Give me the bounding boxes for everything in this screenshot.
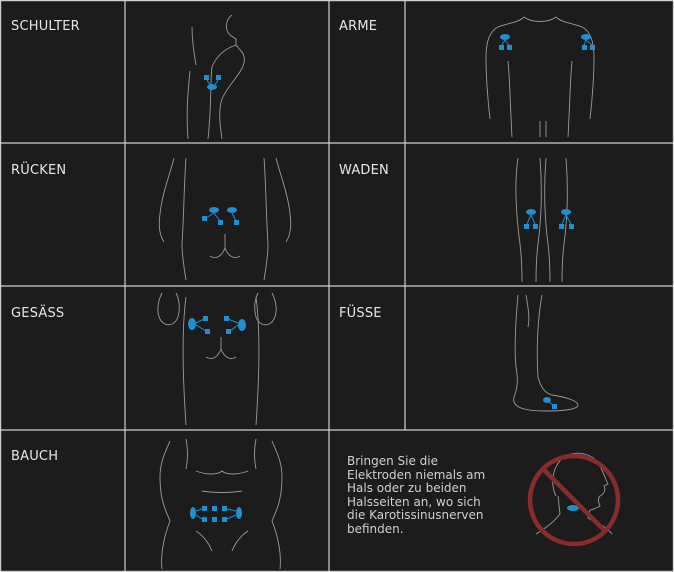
back-placement-icon <box>126 144 328 285</box>
label-arme: ARME <box>339 19 377 34</box>
glutes-placement-icon <box>126 287 328 428</box>
label-ruecken: RÜCKEN <box>11 163 66 178</box>
shoulder-placement-icon <box>126 1 328 142</box>
warning-line: Elektroden niemals am <box>347 469 507 483</box>
warning-line: Halsseiten an, wo sich <box>347 496 507 510</box>
warning-line: Hals oder zu beiden <box>347 482 507 496</box>
abdomen-placement-icon <box>126 431 328 571</box>
foot-placement-icon <box>406 287 673 428</box>
arms-placement-icon <box>406 1 673 142</box>
label-gesaess: GESÄSS <box>11 306 64 321</box>
label-waden: WADEN <box>339 163 389 178</box>
calves-placement-icon <box>406 144 673 285</box>
label-fuesse: FÜSSE <box>339 306 382 321</box>
label-bauch: BAUCH <box>11 449 58 464</box>
warning-line: befinden. <box>347 523 507 537</box>
warning-line: Bringen Sie die <box>347 455 507 469</box>
label-schulter: SCHULTER <box>11 19 80 34</box>
prohibited-neck-icon <box>512 438 636 562</box>
warning-text: Bringen Sie die Elektroden niemals am Ha… <box>347 455 507 536</box>
warning-line: die Karotissinusnerven <box>347 509 507 523</box>
